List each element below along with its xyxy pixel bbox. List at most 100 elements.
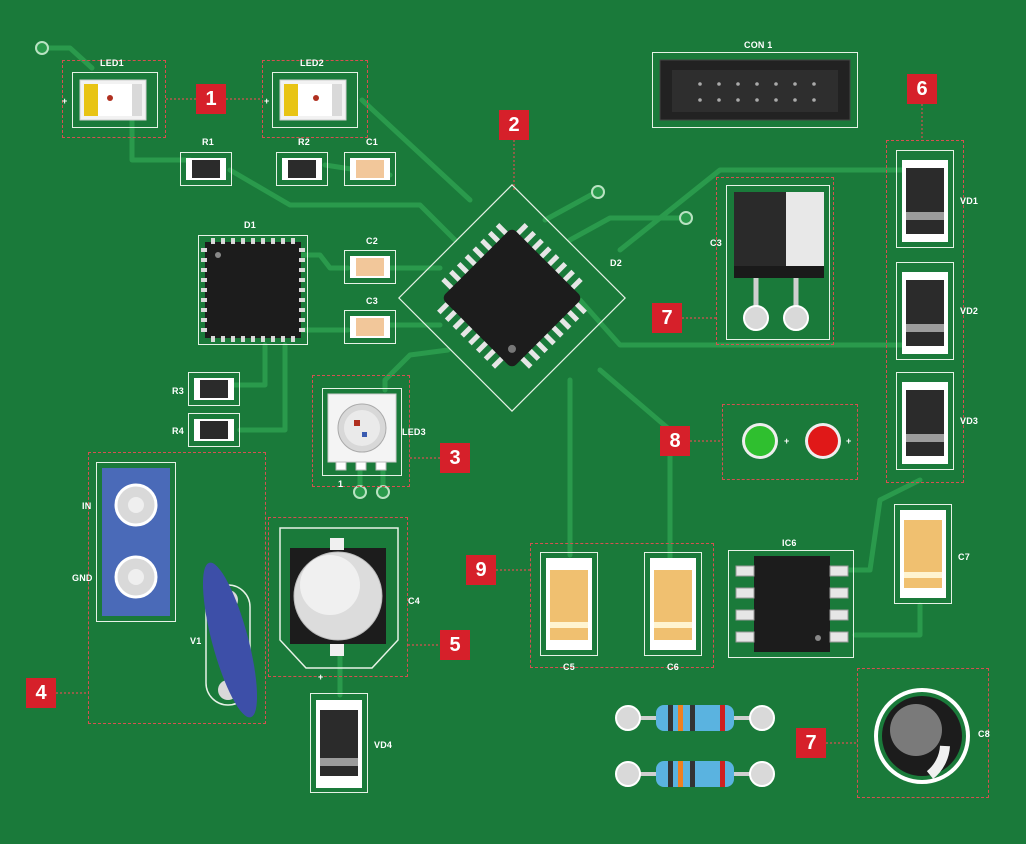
c7-capacitor: [900, 510, 946, 598]
vd4-diode: [316, 700, 362, 788]
marker-9: 9: [466, 555, 496, 585]
label-c4: C4: [408, 596, 420, 606]
label-c2: C2: [366, 236, 378, 246]
ic6-chip: [735, 556, 849, 652]
vd3-diode: [902, 382, 948, 464]
v1-varistor: [202, 562, 258, 718]
label-r3: R3: [172, 386, 184, 396]
label-c5: C5: [563, 662, 575, 672]
marker-2: 2: [499, 110, 529, 140]
power-connector: [102, 468, 170, 616]
r2: [282, 158, 322, 180]
vd1-outline: [896, 150, 954, 248]
led3: [327, 393, 397, 471]
label-vd2: VD2: [960, 306, 979, 316]
zone-led3: [312, 375, 410, 487]
vd2-diode: [902, 272, 948, 354]
label-c6: C6: [667, 662, 679, 672]
c3-electrolytic-outline: [726, 185, 830, 340]
marker-7b: 7: [796, 728, 826, 758]
zone-c8: [857, 668, 989, 798]
c5-capacitor: [546, 558, 592, 650]
label-red-led-plus: +: [846, 436, 852, 446]
label-ic6: IC6: [782, 538, 797, 548]
zone-led2: [262, 60, 368, 138]
zone-diodes: [886, 140, 964, 483]
c5-outline: [540, 552, 598, 656]
green-led: [742, 423, 778, 459]
label-c3: C3: [366, 296, 378, 306]
label-c1: C1: [366, 137, 378, 147]
c2: [350, 256, 390, 278]
c2-outline: [344, 250, 396, 284]
led3-outline: [322, 388, 402, 476]
axial-resistor-2: [615, 761, 775, 787]
led2: [279, 79, 347, 121]
label-led2: LED2: [300, 58, 324, 68]
r2-outline: [276, 152, 328, 186]
label-c4-plus: +: [318, 672, 324, 682]
label-led1-plus: +: [62, 96, 68, 106]
zone-c5-c6: [530, 543, 714, 668]
label-led1: LED1: [100, 58, 124, 68]
marker-6: 6: [907, 74, 937, 104]
label-led3: LED3: [402, 427, 426, 437]
d1-outline: [198, 235, 308, 345]
connector-outline: [96, 462, 176, 622]
vd3-outline: [896, 372, 954, 470]
marker-1: 1: [196, 84, 226, 114]
led1-outline: [72, 72, 158, 128]
c3-smd: [350, 316, 390, 338]
r3-outline: [188, 372, 240, 406]
r3: [194, 378, 234, 400]
c3-outline: [344, 310, 396, 344]
c6-outline: [644, 552, 702, 656]
c3-electrolytic: [734, 192, 824, 331]
marker-4: 4: [26, 678, 56, 708]
marker-7: 7: [652, 303, 682, 333]
r4-outline: [188, 413, 240, 447]
c6-capacitor: [650, 558, 696, 650]
label-gnd: GND: [72, 573, 93, 583]
con1: [659, 59, 851, 121]
zone-leds: [722, 404, 858, 480]
vd4-outline: [310, 693, 368, 793]
label-c8: C8: [978, 729, 990, 739]
c1: [350, 158, 390, 180]
r4: [194, 419, 234, 441]
label-c7: C7: [958, 552, 970, 562]
label-led2-plus: +: [264, 96, 270, 106]
label-d2: D2: [610, 258, 622, 268]
con1-outline: [652, 52, 858, 128]
marker-5: 5: [440, 630, 470, 660]
c1-outline: [344, 152, 396, 186]
led2-outline: [272, 72, 358, 128]
c7-outline: [894, 504, 952, 604]
label-green-led-plus: +: [784, 436, 790, 446]
axial-resistor-1: [615, 705, 775, 731]
vd2-outline: [896, 262, 954, 360]
r1-outline: [180, 152, 232, 186]
label-c3-electrolytic: C3: [710, 238, 722, 248]
c8-capacitor: [874, 688, 970, 784]
d2-chip: [398, 184, 626, 412]
ic6-outline: [728, 550, 854, 658]
label-vd1: VD1: [960, 196, 979, 206]
label-led3-pin1: 1: [338, 479, 344, 489]
label-r2: R2: [298, 137, 310, 147]
c4-capacitor: [279, 527, 399, 669]
zone-connector: [88, 452, 266, 724]
label-con1: CON 1: [744, 40, 773, 50]
r1: [186, 158, 226, 180]
zone-c3: [716, 177, 834, 345]
label-vd3: VD3: [960, 416, 979, 426]
zone-c4: [268, 517, 408, 677]
label-v1: V1: [190, 636, 202, 646]
label-r4: R4: [172, 426, 184, 436]
label-r1: R1: [202, 137, 214, 147]
d1-chip: [201, 238, 305, 342]
vd1-diode: [902, 160, 948, 242]
marker-8: 8: [660, 426, 690, 456]
